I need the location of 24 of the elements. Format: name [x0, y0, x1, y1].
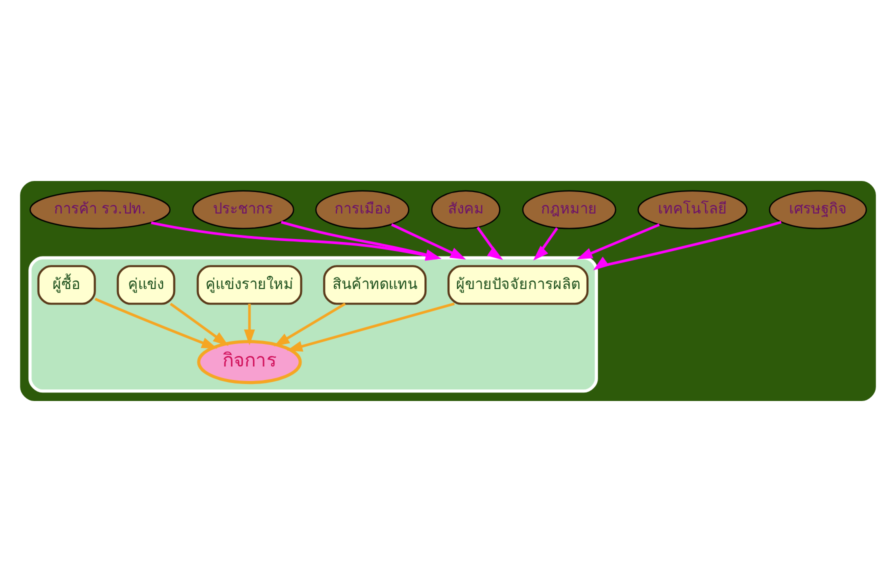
arrow [244, 303, 255, 345]
node-box: คู่แข่งรายใหม่ [196, 264, 302, 304]
node-ellipse: กิจการ [197, 340, 302, 384]
cluster [28, 256, 598, 392]
cluster [20, 180, 876, 401]
node-box: ผู้ขายปัจจัยการผลิต [447, 264, 589, 304]
node-ellipse: เทคโนโลยี [638, 190, 748, 229]
node-ellipse: ประชากร [192, 190, 294, 229]
arrow [476, 226, 504, 260]
arrow [533, 226, 558, 260]
node-box: ผู้ซื้อ [37, 264, 96, 304]
arrow [274, 302, 346, 346]
node-box: คู่แข่ง [116, 264, 176, 304]
node-ellipse: เศรษฐกิจ [768, 190, 867, 229]
node-ellipse: การค้า รว.ปท. [30, 190, 171, 229]
node-ellipse: สังคม [431, 190, 500, 229]
node-ellipse: กฎหมาย [522, 190, 616, 229]
arrow [593, 220, 782, 270]
node-ellipse: การเมือง [315, 190, 410, 229]
node-box: สินค้าทดแทน [323, 264, 427, 304]
arrow [94, 297, 218, 348]
arrow [286, 302, 455, 352]
arrow [170, 302, 229, 346]
arrow [576, 222, 660, 259]
